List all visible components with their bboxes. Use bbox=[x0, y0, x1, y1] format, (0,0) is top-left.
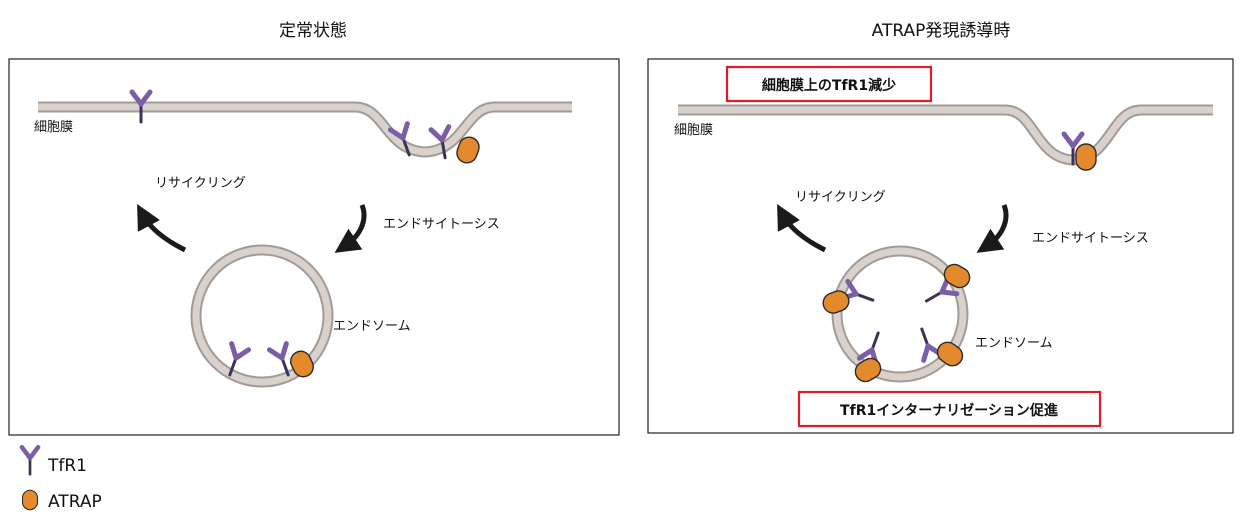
right-recycling-arrow bbox=[777, 203, 827, 253]
right-endocytosis-label: エンドサイトーシス bbox=[1032, 231, 1149, 246]
right-callout-top-box bbox=[725, 65, 933, 103]
right-atrap-pit bbox=[1075, 143, 1097, 171]
right-recycling-label: リサイクリング bbox=[795, 190, 886, 205]
left-endosome bbox=[190, 244, 334, 388]
right-panel-title: ATRAP発現誘導時 bbox=[872, 21, 1011, 41]
left-endocytosis-label: エンドサイトーシス bbox=[383, 217, 500, 232]
right-tfr1-endosome-4 bbox=[913, 326, 940, 360]
left-recycling-label: リサイクリング bbox=[155, 176, 246, 191]
legend-atrap-icon bbox=[21, 489, 39, 511]
right-membrane-label: 細胞膜 bbox=[674, 123, 713, 138]
right-callout-bottom-box bbox=[797, 390, 1102, 428]
left-panel-title: 定常状態 bbox=[279, 21, 347, 41]
right-atrap-endosome-1 bbox=[819, 287, 853, 317]
right-panel-frame bbox=[647, 58, 1234, 434]
left-recycling-arrow bbox=[137, 203, 187, 253]
legend: TfR1 ATRAP bbox=[22, 447, 102, 512]
left-endosome-label: エンドソーム bbox=[333, 319, 411, 334]
right-callout-bottom: TfR1インターナリゼーション促進 bbox=[840, 402, 1058, 419]
left-membrane-label: 細胞膜 bbox=[34, 120, 73, 135]
left-panel-frame bbox=[8, 58, 620, 436]
right-endosome bbox=[831, 245, 969, 383]
right-endosome-label: エンドソーム bbox=[975, 336, 1053, 351]
legend-tfr1-label: TfR1 bbox=[47, 456, 87, 476]
right-cell-membrane bbox=[678, 104, 1213, 166]
legend-atrap-label: ATRAP bbox=[48, 492, 102, 512]
right-callout-top: 細胞膜上のTfR1減少 bbox=[762, 77, 896, 94]
legend-tfr1-icon bbox=[22, 447, 38, 474]
left-cell-membrane bbox=[38, 101, 572, 158]
left-endocytosis-arrow bbox=[334, 204, 367, 253]
right-endocytosis-arrow bbox=[976, 204, 1009, 253]
